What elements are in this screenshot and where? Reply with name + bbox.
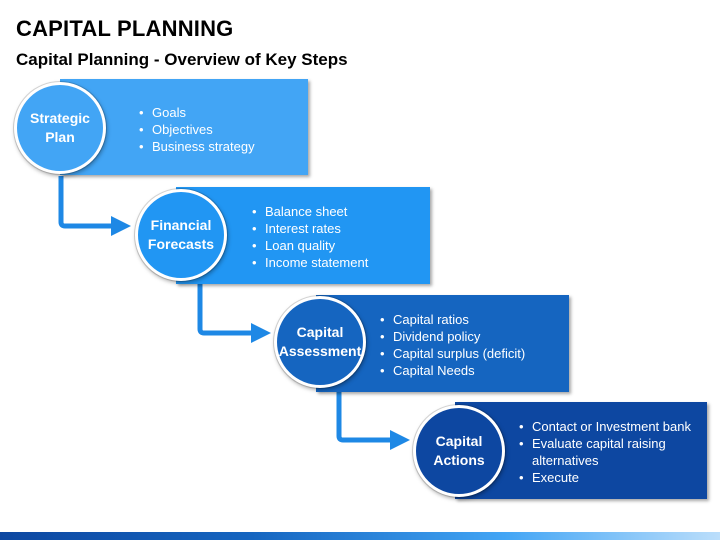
bullet-item: Capital Needs [380, 362, 525, 379]
step1-label-line2: Plan [45, 129, 75, 145]
bullet-item: Goals [139, 104, 255, 121]
arrow-step3-to-step4 [336, 392, 410, 450]
step2-label-line1: Financial [150, 217, 212, 233]
step2-circle: Financial Forecasts [135, 189, 227, 281]
arrow-step2-to-step3 [197, 284, 271, 343]
page-title: CAPITAL PLANNING [16, 16, 234, 41]
bullet-item: Execute [519, 469, 704, 486]
arrow-step1-to-step2 [58, 176, 131, 236]
step2-label-line2: Forecasts [147, 236, 215, 252]
bullet-item: Business strategy [139, 138, 255, 155]
bullet-item: Contact or Investment bank [519, 418, 704, 435]
step1-bullets: Goals Objectives Business strategy [139, 104, 255, 155]
bullet-item: Objectives [139, 121, 255, 138]
bullet-item: Income statement [252, 254, 368, 271]
step3-label-line1: Capital [296, 324, 344, 340]
bullet-item: Balance sheet [252, 203, 368, 220]
footer-accent-bar [0, 532, 720, 540]
bullet-item: Dividend policy [380, 328, 525, 345]
step4-bullets: Contact or Investment bank Evaluate capi… [519, 418, 704, 486]
step3-label-line2: Assessment [278, 343, 362, 359]
step3-circle: Capital Assessment [274, 296, 366, 388]
bullet-item: Loan quality [252, 237, 368, 254]
bullet-item: Capital ratios [380, 311, 525, 328]
step2-bullets: Balance sheet Interest rates Loan qualit… [252, 203, 368, 271]
step1-circle: Strategic Plan [14, 82, 106, 174]
bullet-item: Evaluate capital raising alternatives [519, 435, 704, 469]
step1-label-line1: Strategic [30, 110, 90, 126]
step4-label-line1: Capital [435, 433, 483, 449]
bullet-item: Capital surplus (deficit) [380, 345, 525, 362]
step4-circle: Capital Actions [413, 405, 505, 497]
step4-label-line2: Actions [433, 452, 485, 468]
page-subtitle: Capital Planning - Overview of Key Steps [16, 50, 348, 69]
bullet-item: Interest rates [252, 220, 368, 237]
step3-bullets: Capital ratios Dividend policy Capital s… [380, 311, 525, 379]
